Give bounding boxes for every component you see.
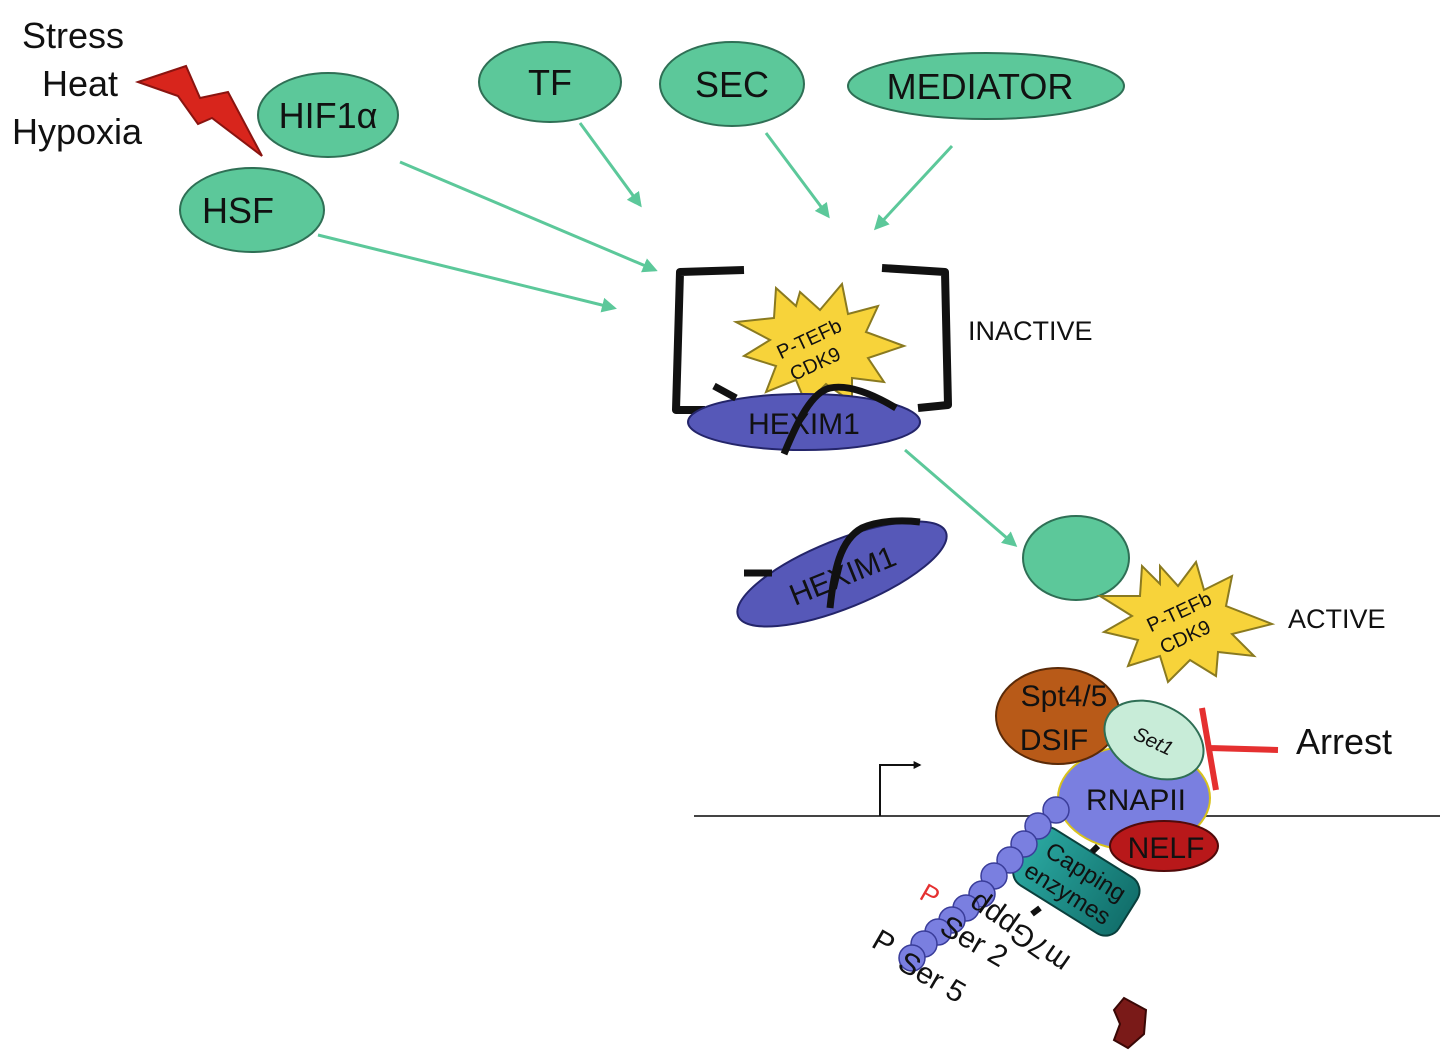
factor-hsf: HSF [179, 167, 325, 253]
stimulus-heat: Heat [42, 63, 118, 104]
factor-hif1a: HIF1α [257, 72, 399, 158]
dsif-label: DSIF [1020, 724, 1088, 757]
nelf-label: NELF [1128, 832, 1205, 865]
sec-label: SEC [695, 64, 769, 105]
hif1a-label: HIF1α [279, 95, 378, 136]
hexim1-free-lines [744, 517, 921, 609]
rnapii-label: RNAPII [1086, 784, 1186, 817]
ctd-bead-chain [898, 796, 1070, 972]
arrow-release [904, 448, 1018, 547]
arrow-mediator [873, 144, 954, 231]
hsf-label: HSF [202, 190, 274, 231]
active-green-factor [1022, 515, 1130, 601]
tf-label: TF [528, 62, 572, 103]
mediator-label: MEDIATOR [887, 66, 1074, 107]
arrest-bar-icon [1199, 707, 1279, 791]
ptefb-inactive: P-TEFb CDK9 [732, 281, 908, 406]
phospho-ser5-p: P [867, 923, 901, 962]
bracket-left [672, 266, 745, 414]
cap-icon [1112, 996, 1148, 1050]
bracket-right [881, 264, 952, 412]
factor-mediator: MEDIATOR [847, 52, 1125, 120]
factor-sec: SEC [659, 41, 805, 127]
set1: Set1 [1103, 699, 1205, 781]
lightning-bolt-icon [134, 64, 263, 157]
arrow-tf [578, 122, 642, 208]
inactive-label: INACTIVE [968, 316, 1093, 346]
spt45-label: Spt4/5 [1021, 680, 1108, 713]
arrow-hif1a [399, 160, 658, 273]
hexim1-bound: HEXIM1 [687, 382, 921, 456]
phospho-ser2-p: P [915, 877, 945, 912]
arrest-label: Arrest [1296, 721, 1392, 762]
arrow-sec [764, 132, 830, 219]
promoter-arrow-icon [879, 761, 922, 816]
arrow-hsf [317, 233, 617, 313]
nelf: NELF [1109, 820, 1219, 872]
factor-tf: TF [478, 41, 622, 123]
ptefb-active: P-TEFb CDK9 [1096, 559, 1276, 684]
active-label: ACTIVE [1288, 604, 1386, 634]
stimulus-hypoxia: Hypoxia [12, 111, 143, 152]
dsif-complex: Spt4/5 DSIF [995, 667, 1121, 765]
stimulus-stress: Stress [22, 15, 124, 56]
capping-connectors [1030, 843, 1101, 917]
